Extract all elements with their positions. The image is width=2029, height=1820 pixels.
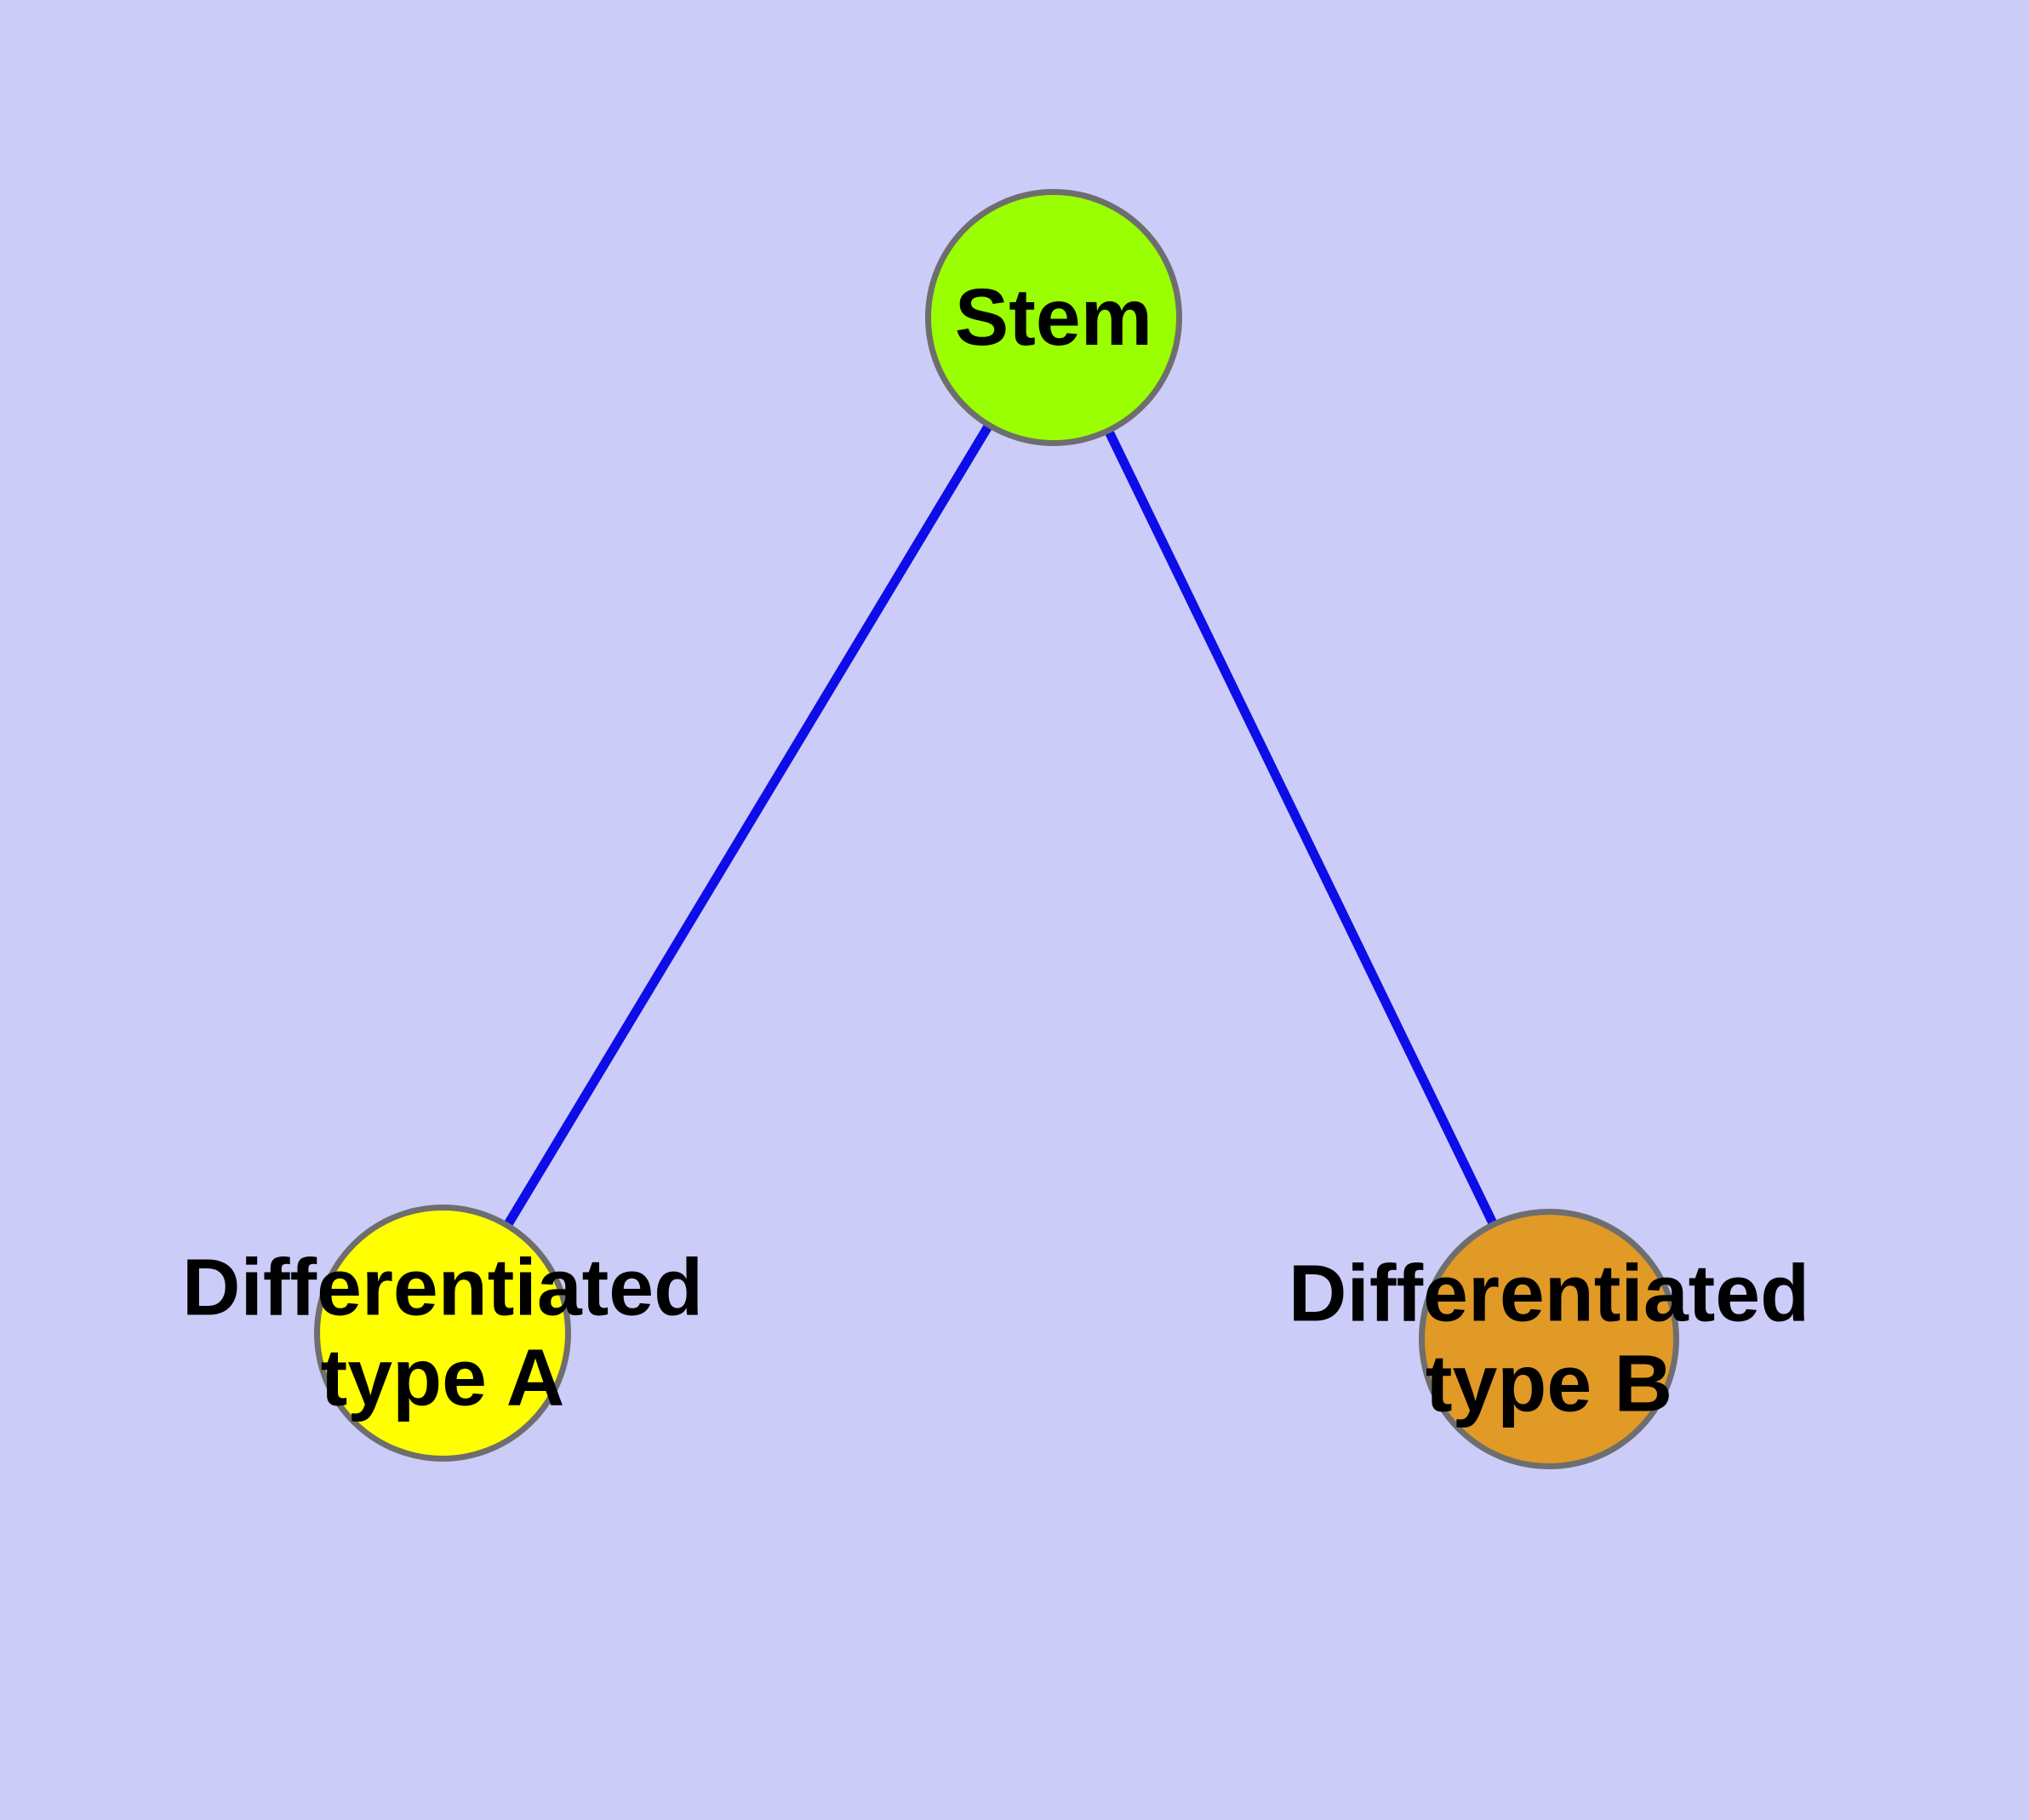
node-circle-stem[interactable] — [925, 189, 1182, 446]
node-layer — [314, 189, 1679, 1469]
node-circle-diff_b[interactable] — [1419, 1209, 1679, 1469]
node-circle-diff_a[interactable] — [314, 1205, 571, 1462]
edge-stem-diff-b[interactable] — [1049, 315, 1553, 1342]
edge-layer — [438, 315, 1553, 1342]
edge-stem-diff-a[interactable] — [438, 315, 1058, 1336]
